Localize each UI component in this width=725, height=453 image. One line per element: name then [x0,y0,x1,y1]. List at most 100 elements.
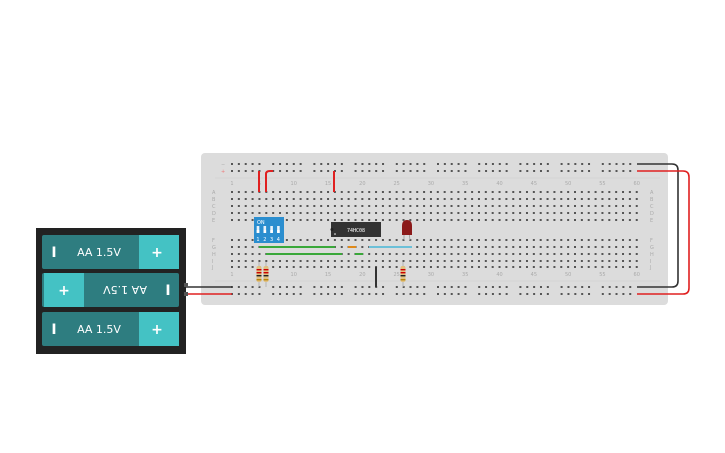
hole[interactable] [505,205,508,207]
hole[interactable] [416,205,419,207]
hole[interactable] [512,246,515,248]
hole[interactable] [402,170,405,172]
hole[interactable] [416,198,419,200]
hole[interactable] [546,198,549,200]
hole[interactable] [594,246,597,248]
hole[interactable] [615,246,618,248]
hole[interactable] [525,212,528,214]
hole[interactable] [532,239,535,241]
hole[interactable] [347,266,350,268]
hole[interactable] [546,286,549,288]
hole[interactable] [512,219,515,221]
hole[interactable] [464,286,467,288]
hole[interactable] [635,266,638,268]
hole[interactable] [525,198,528,200]
hole[interactable] [457,293,460,295]
hole[interactable] [560,205,563,207]
hole[interactable] [285,205,288,207]
hole[interactable] [436,246,439,248]
hole[interactable] [560,170,563,172]
hole[interactable] [347,239,350,241]
hole[interactable] [347,198,350,200]
hole[interactable] [292,205,295,207]
hole[interactable] [327,163,330,165]
hole[interactable] [629,286,632,288]
hole[interactable] [402,191,405,193]
hole[interactable] [532,191,535,193]
hole[interactable] [333,239,336,241]
hole[interactable] [368,198,371,200]
hole[interactable] [615,212,618,214]
hole[interactable] [388,191,391,193]
hole[interactable] [485,293,488,295]
hole[interactable] [635,205,638,207]
hole[interactable] [292,170,295,172]
hole[interactable] [491,198,494,200]
hole[interactable] [436,253,439,255]
hole[interactable] [478,286,481,288]
hole[interactable] [457,260,460,262]
hole[interactable] [354,219,357,221]
hole[interactable] [340,286,343,288]
hole[interactable] [388,198,391,200]
hole[interactable] [443,205,446,207]
hole[interactable] [416,286,419,288]
hole[interactable] [429,219,432,221]
hole[interactable] [560,246,563,248]
hole[interactable] [498,198,501,200]
hole[interactable] [279,198,282,200]
hole[interactable] [574,293,577,295]
hole[interactable] [436,191,439,193]
hole[interactable] [361,246,364,248]
hole[interactable] [237,286,240,288]
hole[interactable] [594,253,597,255]
hole[interactable] [409,191,412,193]
hole[interactable] [313,205,316,207]
hole[interactable] [375,219,378,221]
hole[interactable] [608,260,611,262]
hole[interactable] [484,219,487,221]
hole[interactable] [395,266,398,268]
hole[interactable] [587,212,590,214]
hole[interactable] [299,212,302,214]
hole[interactable] [628,198,631,200]
hole[interactable] [272,286,275,288]
hole[interactable] [587,219,590,221]
hole[interactable] [484,198,487,200]
hole[interactable] [436,266,439,268]
hole[interactable] [574,246,576,248]
hole[interactable] [429,253,432,255]
hole[interactable] [505,212,508,214]
hole[interactable] [313,260,316,262]
hole[interactable] [484,205,487,207]
hole[interactable] [368,239,371,241]
hole[interactable] [381,198,384,200]
hole[interactable] [244,212,247,214]
hole[interactable] [601,205,604,207]
hole[interactable] [443,239,446,241]
hole[interactable] [251,198,254,200]
hole[interactable] [436,212,439,214]
hole[interactable] [464,239,467,241]
hole[interactable] [629,170,632,172]
hole[interactable] [615,286,618,288]
hole[interactable] [354,266,357,268]
hole[interactable] [258,163,261,165]
hole[interactable] [423,266,426,268]
hole[interactable] [553,239,556,241]
hole[interactable] [306,260,309,262]
hole[interactable] [409,266,412,268]
hole[interactable] [457,170,460,172]
hole[interactable] [423,219,426,221]
hole[interactable] [368,212,371,214]
hole[interactable] [539,163,542,165]
hole[interactable] [525,246,528,248]
hole[interactable] [546,205,549,207]
hole[interactable] [409,219,412,221]
hole[interactable] [457,246,460,248]
hole[interactable] [553,212,556,214]
hole[interactable] [560,253,563,255]
hole[interactable] [320,239,323,241]
hole[interactable] [512,253,515,255]
hole[interactable] [402,286,405,288]
